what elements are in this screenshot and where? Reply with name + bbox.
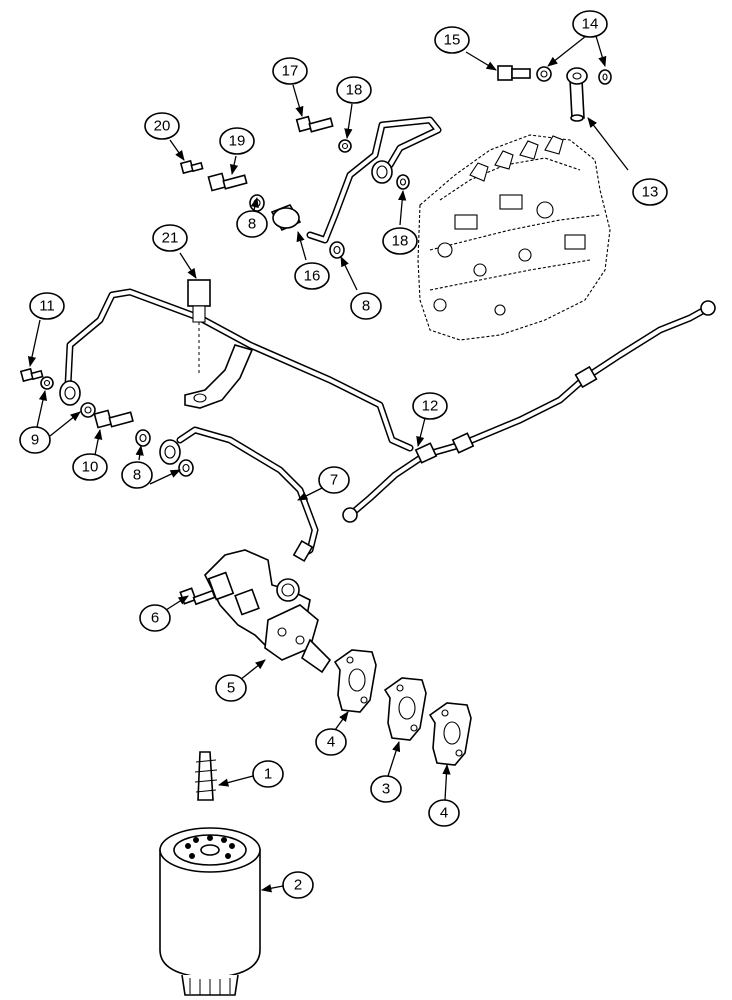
adapter-1 xyxy=(194,751,218,801)
bracket xyxy=(184,344,254,409)
callout-8a-label: 8 xyxy=(248,216,256,233)
callout-16: 16 xyxy=(294,262,330,290)
bolt-6 xyxy=(179,587,216,606)
bolt-20 xyxy=(179,159,204,175)
callout-17: 17 xyxy=(272,57,308,85)
callout-6: 6 xyxy=(139,604,171,632)
callout-7: 7 xyxy=(318,466,350,494)
callout-9: 9 xyxy=(19,426,51,454)
banjo-pipe-13 xyxy=(566,67,588,122)
callout-1: 1 xyxy=(252,760,284,788)
injection-pump xyxy=(417,134,611,341)
fuel-filter xyxy=(159,827,261,996)
banjo-bolt-15 xyxy=(497,65,612,85)
callout-8c-label: 8 xyxy=(133,467,141,484)
callout-10: 10 xyxy=(72,453,108,481)
callout-12: 12 xyxy=(412,392,448,420)
callout-10-label: 10 xyxy=(82,459,99,476)
callout-8c: 8 xyxy=(121,461,153,489)
callout-5-label: 5 xyxy=(227,680,235,697)
bolt-21 xyxy=(187,279,211,375)
callout-1-label: 1 xyxy=(264,766,272,783)
gasket-3 xyxy=(383,677,427,741)
lift-pump xyxy=(204,549,332,674)
bolt-10 xyxy=(80,402,194,477)
callout-17-label: 17 xyxy=(282,63,299,80)
callout-15-label: 15 xyxy=(444,32,461,49)
bolt-11 xyxy=(19,367,54,390)
gasket-4-left xyxy=(333,649,377,713)
callout-4a: 4 xyxy=(315,728,347,756)
callout-6-label: 6 xyxy=(151,610,159,627)
callout-2-label: 2 xyxy=(294,877,302,894)
callout-4a-label: 4 xyxy=(327,734,335,751)
callout-16-label: 16 xyxy=(304,268,321,285)
callout-18a: 18 xyxy=(336,76,372,104)
callout-21-label: 21 xyxy=(162,230,179,247)
leader-lines xyxy=(27,35,629,893)
callout-3: 3 xyxy=(370,775,402,803)
callout-13: 13 xyxy=(632,178,668,206)
callout-4b-label: 4 xyxy=(440,805,448,822)
callout-9-label: 9 xyxy=(31,432,39,449)
callout-8a: 8 xyxy=(236,210,268,238)
callout-13-label: 13 xyxy=(642,184,659,201)
callout-3-label: 3 xyxy=(382,781,390,798)
fuel-line-16 xyxy=(270,116,442,244)
callout-7-label: 7 xyxy=(330,472,338,489)
gasket-4-right xyxy=(428,702,472,766)
callout-8b: 8 xyxy=(350,292,382,320)
washers-8-18-upper xyxy=(329,174,410,259)
callout-14: 14 xyxy=(572,10,608,38)
callout-4b: 4 xyxy=(428,799,460,827)
fuel-line-7 xyxy=(159,426,319,563)
callout-20-label: 20 xyxy=(154,118,171,135)
callout-20: 20 xyxy=(144,112,180,140)
callout-2: 2 xyxy=(282,871,314,899)
callout-18b: 18 xyxy=(382,227,418,255)
bolt-17 xyxy=(295,115,352,153)
fuel-line-12 xyxy=(342,300,716,523)
callout-19: 19 xyxy=(219,127,255,155)
callout-18b-label: 18 xyxy=(392,233,409,250)
callout-19-label: 19 xyxy=(229,133,246,150)
callout-11-label: 11 xyxy=(39,298,55,315)
callout-14-label: 14 xyxy=(582,16,599,33)
callout-12-label: 12 xyxy=(422,398,439,415)
callout-21: 21 xyxy=(152,224,188,252)
callout-15: 15 xyxy=(434,26,470,54)
callout-11: 11 xyxy=(29,292,65,320)
callout-8b-label: 8 xyxy=(362,298,370,315)
callout-18a-label: 18 xyxy=(346,82,363,99)
callout-5: 5 xyxy=(215,674,247,702)
